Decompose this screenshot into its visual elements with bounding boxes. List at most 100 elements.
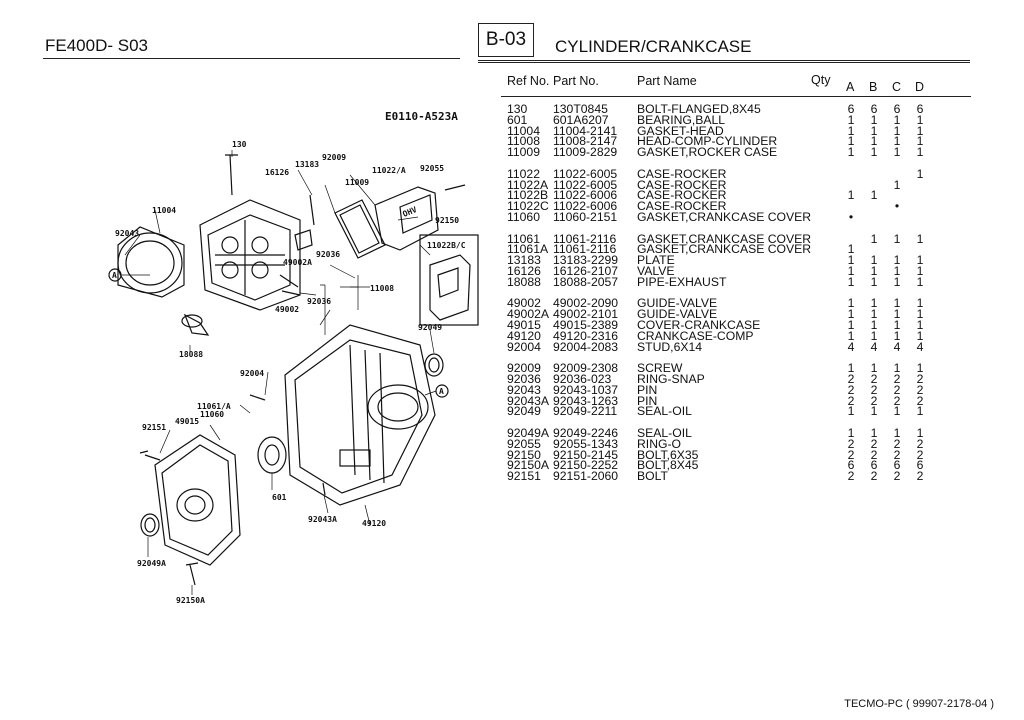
ref-no-cell: 11061: [507, 231, 540, 246]
qty-d-cell: 1: [916, 145, 924, 160]
qty-c-cell: 1: [893, 404, 901, 419]
part-name-cell: PIPE-EXHAUST: [637, 274, 727, 289]
qty-a-cell: 1: [847, 274, 855, 289]
qty-c-cell: 1: [893, 361, 901, 376]
part-no-cell: 92049-2246: [553, 425, 619, 440]
qty-b-cell: 1: [870, 317, 878, 332]
qty-a-cell: 1: [847, 425, 855, 440]
qty-b-cell: 2: [870, 436, 878, 451]
part-name-cell: RING-O: [637, 436, 682, 451]
label-13183: 13183: [295, 160, 319, 169]
studs-drawing: [249, 394, 326, 496]
part-no-cell: 49002-2101: [553, 307, 619, 322]
part-no-cell: 11022-6005: [553, 166, 618, 181]
cylinder-head-drawing: [199, 199, 301, 311]
ref-no-cell: 49002A: [507, 307, 550, 322]
oil-seal-cover-drawing: [140, 513, 160, 537]
qty-a-cell: 2: [847, 382, 855, 397]
label-92004: 92004: [240, 369, 264, 378]
qty-a-cell: 1: [847, 112, 855, 127]
part-name-cell: RING-SNAP: [637, 371, 705, 386]
part-name-cell: BOLT,6X35: [637, 447, 699, 462]
part-name-cell: SCREW: [637, 361, 683, 376]
footer-doc-code: TECMO-PC ( 99907-2178-04 ): [844, 698, 994, 710]
label-92049a: 92049A: [137, 559, 166, 568]
qty-b-cell: 1: [870, 123, 878, 138]
qty-b-cell: 4: [870, 339, 878, 354]
qty-b-cell: 2: [870, 382, 878, 397]
label-601: 601: [272, 493, 287, 502]
label-92055: 92055: [420, 164, 444, 173]
qty-b-cell: 1: [870, 188, 878, 203]
ref-no-cell: 11022B: [507, 188, 549, 203]
qty-d-cell: 1: [916, 274, 924, 289]
qty-d-cell: 1: [916, 123, 924, 138]
qty-a-cell: 2: [847, 447, 855, 462]
ref-no-cell: 92004: [507, 339, 541, 354]
part-no-cell: 92055-1343: [553, 436, 619, 451]
qty-b-cell: 1: [870, 263, 878, 278]
part-name-cell: GASKET-HEAD: [637, 123, 724, 138]
part-name-cell: BOLT,8X45: [637, 458, 699, 473]
part-name-cell: GASKET,CRANKCASE COVER: [637, 231, 812, 246]
bolts-drawing: [225, 154, 466, 296]
part-name-cell: SEAL-OIL: [637, 404, 692, 419]
qty-c-cell: 1: [893, 307, 901, 322]
header-rule-right: [478, 60, 970, 61]
qty-c-cell: 1: [893, 328, 901, 343]
qty-d-cell: 4: [916, 339, 924, 354]
ref-no-cell: 92055: [507, 436, 541, 451]
part-no-cell: 49002-2090: [553, 296, 619, 311]
part-name-cell: CASE-ROCKER: [637, 177, 727, 192]
ref-no-cell: 11022C: [507, 199, 549, 214]
qty-a-cell: 6: [847, 458, 855, 473]
crankcase-drawing: [284, 324, 436, 506]
qty-d-cell: 1: [916, 296, 924, 311]
qty-b-cell: 2: [870, 469, 878, 484]
part-name-cell: CASE-ROCKER: [637, 188, 727, 203]
part-name-cell: GUIDE-VALVE: [637, 307, 718, 322]
qty-d-cell: 1: [916, 263, 924, 278]
ref-no-cell: 11022A: [507, 177, 549, 192]
qty-c-cell: 4: [893, 339, 901, 354]
ref-no-cell: 92043: [507, 382, 541, 397]
qty-a-cell: 1: [847, 296, 855, 311]
qty-b-cell: 1: [870, 425, 878, 440]
part-name-cell: CASE-ROCKER: [637, 166, 727, 181]
qty-a-cell: 2: [847, 469, 855, 484]
qty-c-cell: 2: [893, 469, 901, 484]
label-92043a: 92043A: [308, 515, 337, 524]
qty-a-cell: 2: [847, 436, 855, 451]
qty-a-cell: 1: [847, 404, 855, 419]
qty-a-cell: 1: [847, 317, 855, 332]
qty-c-cell: 2: [893, 382, 901, 397]
qty-d-cell: 1: [916, 328, 924, 343]
label-92036-bottom: 92036: [307, 297, 331, 306]
part-name-cell: BEARING,BALL: [637, 112, 726, 127]
part-no-cell: 11009-2829: [553, 145, 618, 160]
label-11060: 11060: [200, 410, 224, 419]
ref-no-cell: 92150: [507, 447, 541, 462]
part-name-cell: PLATE: [637, 253, 675, 268]
part-name-cell: GASKET,CRANKCASE COVER: [637, 209, 812, 224]
ball-bearing-drawing: [257, 436, 287, 474]
part-name-cell: HEAD-COMP-CYLINDER: [637, 134, 778, 149]
ref-no-cell: 11008: [507, 134, 540, 149]
part-no-cell: 92009-2308: [553, 361, 619, 376]
part-name-cell: COVER-CRANKCASE: [637, 317, 761, 332]
header-col-d: D: [915, 80, 925, 94]
leader-lines: [124, 150, 435, 595]
ref-no-cell: 16126: [507, 263, 541, 278]
